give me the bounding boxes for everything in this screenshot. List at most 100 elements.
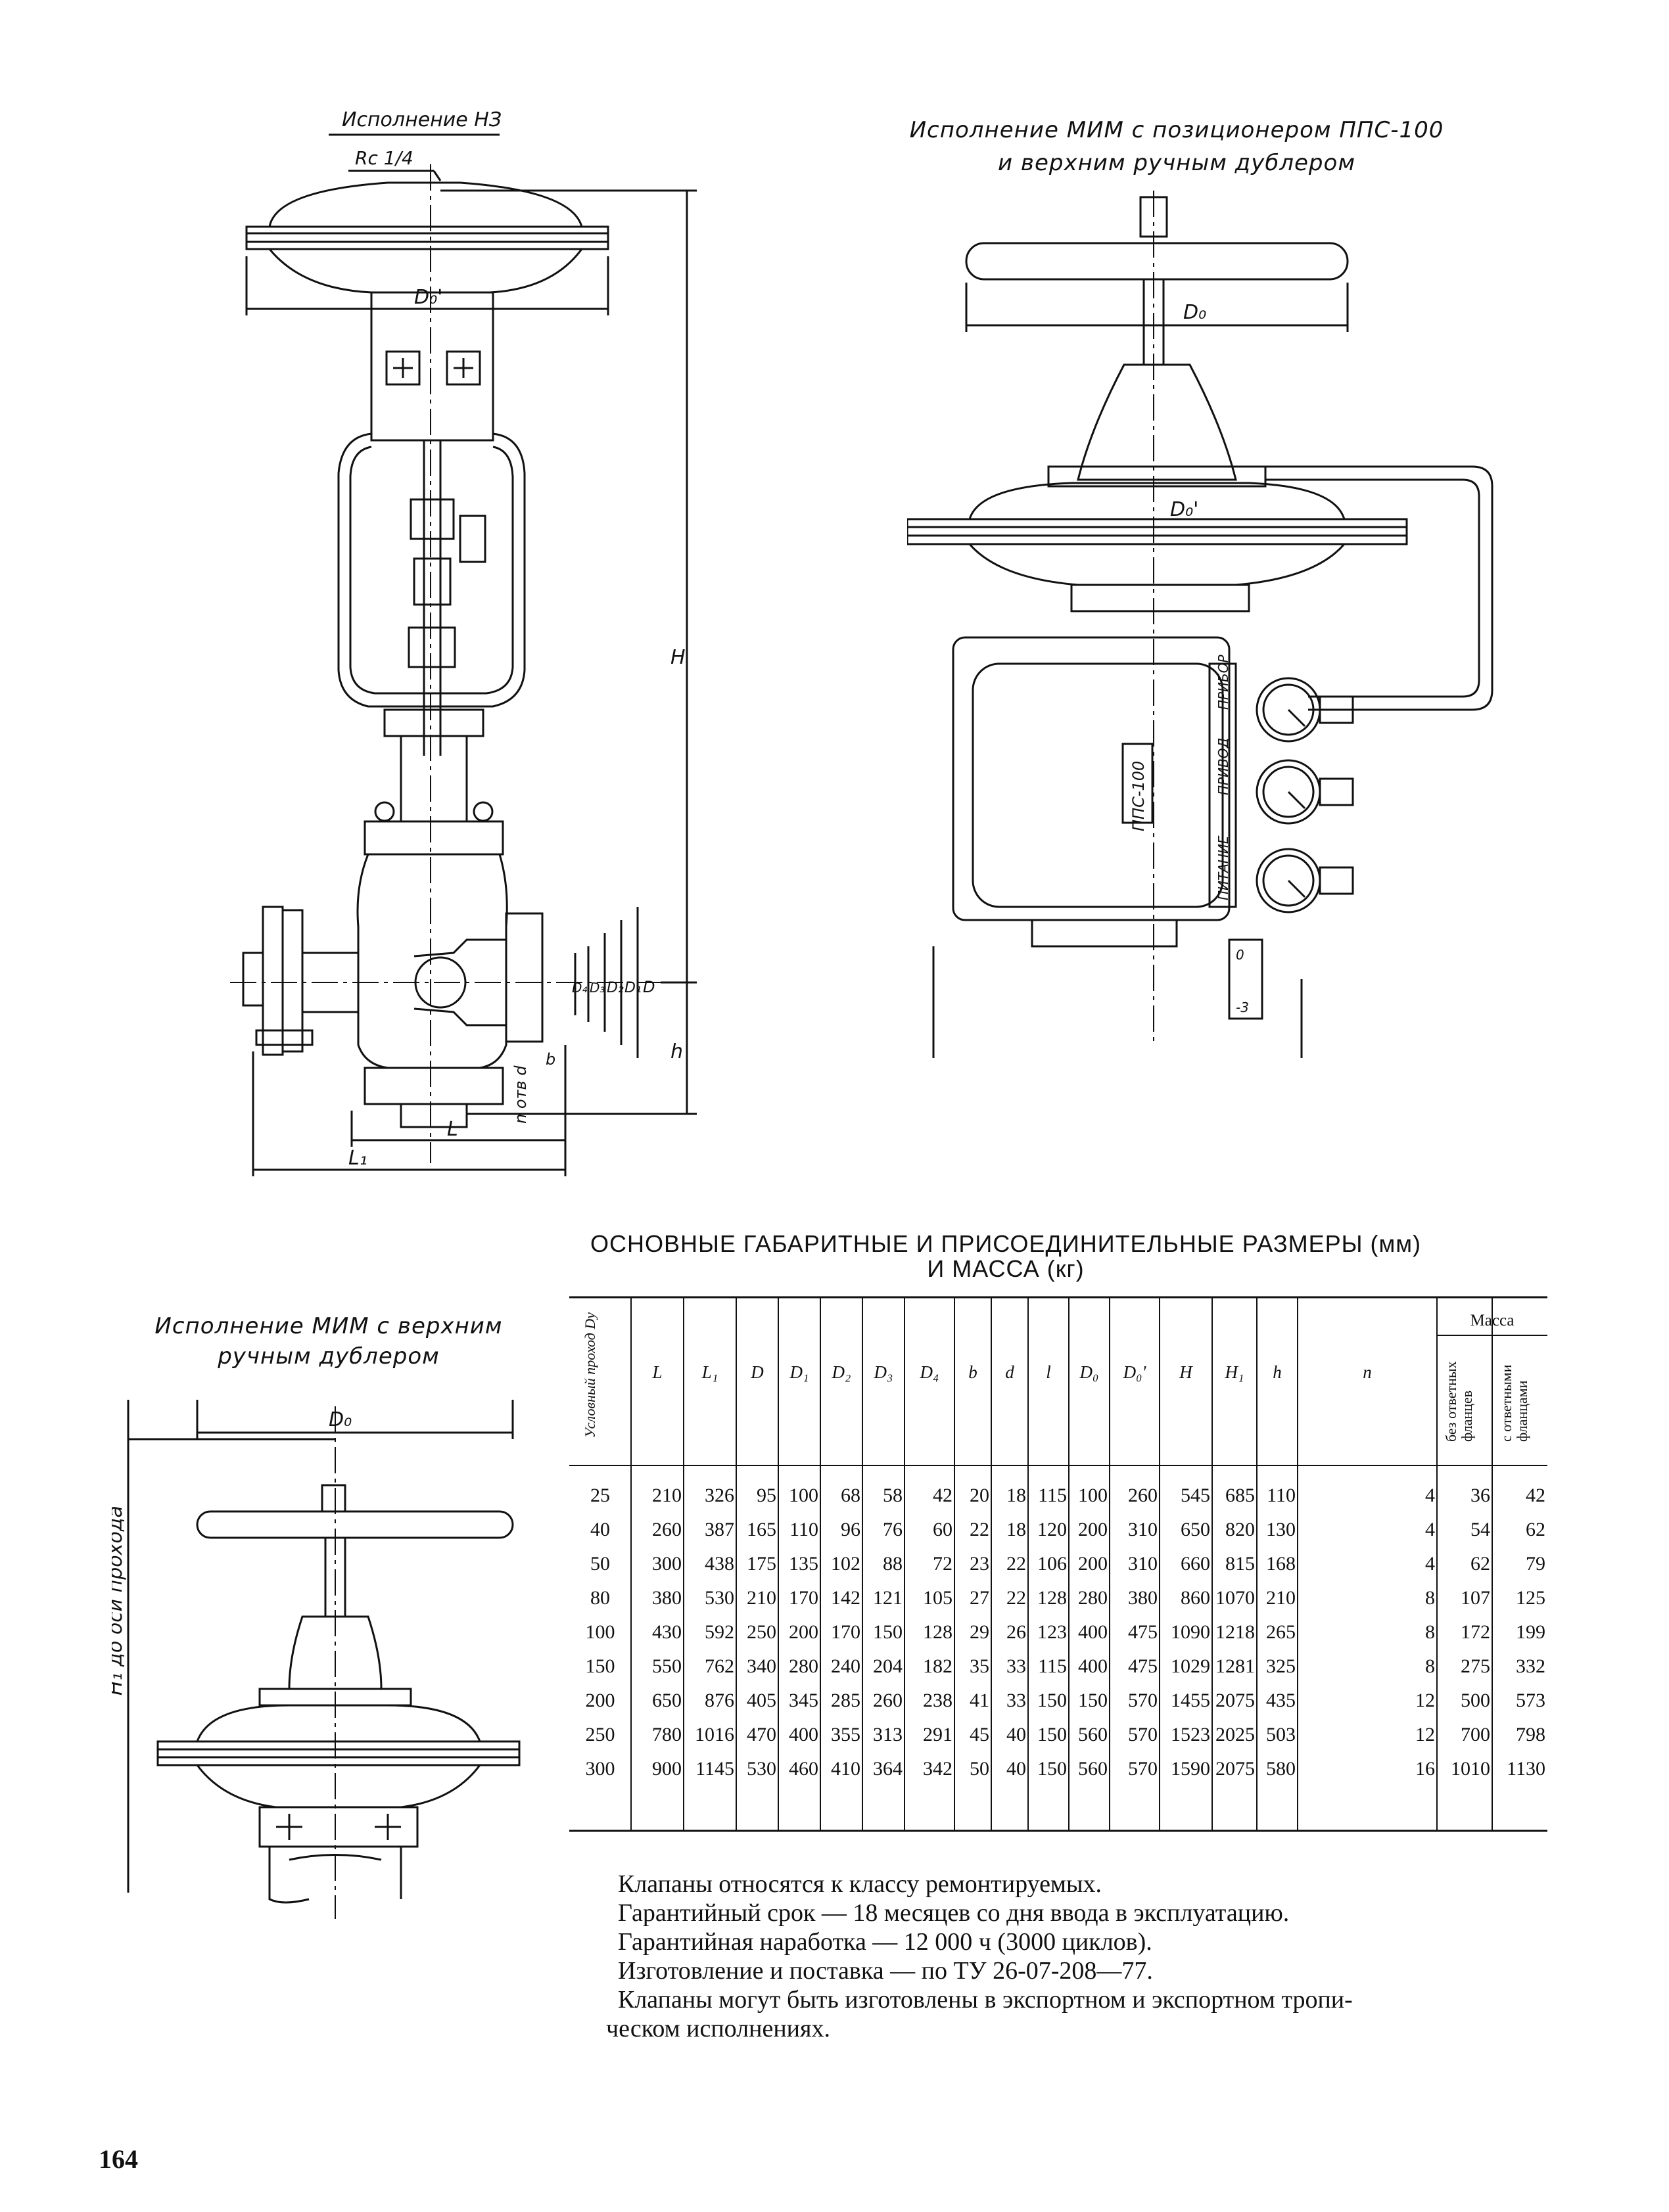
mass-header: Масса [1470, 1312, 1515, 1329]
table-cell: 260 [652, 1519, 682, 1540]
table-cell: 355 [831, 1724, 860, 1745]
table-cell: 250 [585, 1724, 615, 1745]
table-cell: 110 [1267, 1485, 1296, 1506]
note-line: ческом исполнениях. [606, 2015, 830, 2042]
table-cell: 650 [652, 1690, 682, 1711]
dim-d3: D₃ [590, 980, 605, 996]
table-cell: 650 [1181, 1519, 1210, 1540]
label-pitanie: ПИТАНИЕ [1215, 835, 1231, 900]
dim-d1: D₁ [624, 980, 642, 996]
table-cell: 168 [1266, 1553, 1296, 1575]
table-cell: 200 [1078, 1553, 1108, 1575]
table-cell: 150 [873, 1621, 903, 1643]
table-cell: 80 [590, 1587, 610, 1609]
table-cell: 285 [831, 1690, 860, 1711]
label-privod: ПРИВОД [1215, 738, 1231, 795]
table-cell: 500 [1461, 1690, 1490, 1711]
caption-mim-pps-line2: и верхним ручным дублером [998, 150, 1355, 176]
table-cell: 72 [933, 1553, 952, 1575]
table-cell: 798 [1516, 1724, 1545, 1745]
note-line: Гарантийная наработка — 12 000 ч (3000 ц… [618, 1928, 1152, 1956]
table-cell: 570 [1128, 1690, 1158, 1711]
table-cell: 780 [652, 1724, 682, 1745]
table-cell: 40 [1006, 1724, 1026, 1745]
col-header-2: L₁ [701, 1362, 718, 1382]
col-header-5: D₂ [832, 1362, 851, 1382]
col-header-4: D₁ [789, 1362, 809, 1382]
col-header-3: D [751, 1362, 764, 1382]
table-cell: 204 [873, 1655, 903, 1677]
table-cell: 128 [1037, 1587, 1067, 1609]
dim-d0prime: D₀' [414, 286, 442, 309]
table-cell: 240 [831, 1655, 860, 1677]
table-cell: 182 [923, 1655, 952, 1677]
table-cell: 430 [652, 1621, 682, 1643]
dim-d0-right: D₀ [1183, 301, 1206, 324]
table-cell: 121 [873, 1587, 903, 1609]
table-cell: 1455 [1171, 1690, 1210, 1711]
dim-n-holes: n отв d [511, 1065, 530, 1124]
table-cell: 115 [1038, 1485, 1067, 1506]
table-cell: 300 [585, 1758, 615, 1780]
table-cell: 102 [831, 1553, 860, 1575]
table-cell: 1523 [1171, 1724, 1210, 1745]
table-cell: 410 [831, 1758, 860, 1780]
table-cell: 45 [970, 1724, 989, 1745]
table-cell: 342 [923, 1758, 952, 1780]
caption-mim-pps-line1: Исполнение МИМ с позиционером ППС-100 [909, 117, 1444, 143]
table-cell: 4 [1425, 1485, 1435, 1506]
col-header-12: D₀' [1123, 1362, 1146, 1382]
table-cell: 380 [652, 1587, 682, 1609]
col-header-15: h [1273, 1362, 1282, 1382]
col-header-10: l [1046, 1362, 1051, 1382]
table-cell: 530 [747, 1758, 776, 1780]
dim-d0prime-right: D₀' [1170, 498, 1198, 521]
table-cell: 210 [652, 1485, 682, 1506]
table-cell: 123 [1037, 1621, 1067, 1643]
mass-sub-with-flanges: с ответными фланцами [1498, 1364, 1530, 1442]
table-cell: 460 [789, 1758, 818, 1780]
table-cell: 200 [789, 1621, 818, 1643]
table-title-line1: ОСНОВНЫЕ ГАБАРИТНЫЕ И ПРИСОЕДИНИТЕЛЬНЫЕ … [590, 1230, 1422, 1257]
table-title-line2: И МАССА (кг) [927, 1255, 1085, 1282]
table-cell: 260 [873, 1690, 903, 1711]
table-cell: 12 [1415, 1724, 1435, 1745]
dim-d0-bottom: D₀ [329, 1408, 352, 1431]
table-cell: 41 [970, 1690, 989, 1711]
table-cell: 1145 [695, 1758, 734, 1780]
table-cell: 33 [1006, 1690, 1026, 1711]
table-cell: 16 [1415, 1758, 1435, 1780]
table-cell: 142 [831, 1587, 860, 1609]
table-cell: 1090 [1171, 1621, 1210, 1643]
table-cell: 76 [883, 1519, 903, 1540]
table-cell: 60 [933, 1519, 952, 1540]
dim-d2: D₂ [607, 980, 624, 996]
table-cell: 42 [933, 1485, 952, 1506]
table-cell: 29 [970, 1621, 989, 1643]
table-cell: 100 [585, 1621, 615, 1643]
caption-mim-manual-line2: ручным дублером [218, 1343, 440, 1370]
table-cell: 1070 [1215, 1587, 1255, 1609]
table-cell: 405 [747, 1690, 776, 1711]
valve-drawing-nz: Исполнение НЗ Rc 1/4 D₀' H L L₁ h D D₁ D… [230, 108, 697, 1176]
table-cell: 570 [1128, 1724, 1158, 1745]
table-cell: 345 [789, 1690, 818, 1711]
dim-b: b [546, 1050, 555, 1069]
table-cell: 106 [1037, 1553, 1067, 1575]
table-cell: 79 [1526, 1553, 1545, 1575]
table-cell: 364 [873, 1758, 903, 1780]
table-cell: 1281 [1215, 1655, 1255, 1677]
table-cell: 573 [1516, 1690, 1545, 1711]
table-title: ОСНОВНЫЕ ГАБАРИТНЫЕ И ПРИСОЕДИНИТЕЛЬНЫЕ … [578, 1230, 1433, 1283]
table-cell: 310 [1128, 1519, 1158, 1540]
table-cell: 22 [1006, 1553, 1026, 1575]
table-cell: 115 [1038, 1655, 1067, 1677]
table-cell: 1218 [1215, 1621, 1255, 1643]
valve-drawing-pps100: D₀ D₀' ППС-100 ПРИБОР ПРИВОД ПИТАНИЕ 0 -… [907, 191, 1493, 1058]
table-cell: 300 [652, 1553, 682, 1575]
mass-sub-no-flanges: без ответных фланцев [1443, 1361, 1475, 1442]
